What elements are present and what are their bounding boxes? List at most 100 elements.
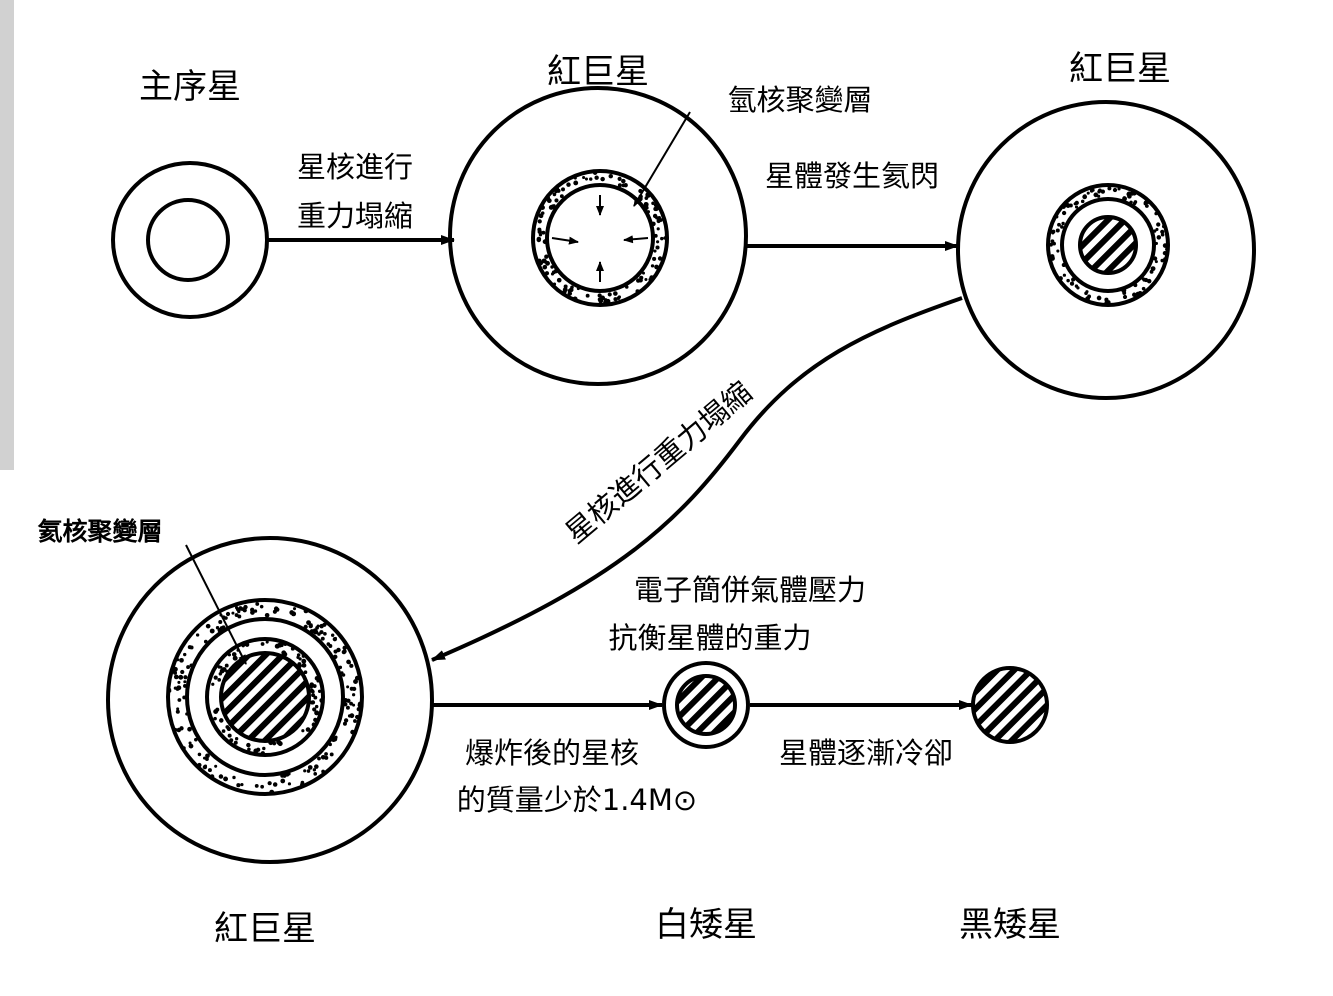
- note-hydrogen-shell: 氫核聚變層: [727, 83, 872, 117]
- stipple-dot: [544, 254, 549, 259]
- stipple-dot: [173, 727, 178, 732]
- stipple-dot: [536, 237, 542, 243]
- label-main-sequence: 主序星: [139, 67, 241, 107]
- stipple-dot: [613, 297, 618, 302]
- note-core-collapse-1: 星核進行: [297, 150, 413, 184]
- label-red-giant-2: 紅巨星: [1069, 49, 1171, 89]
- stipple-dot: [613, 291, 618, 296]
- stipple-dot: [349, 663, 354, 668]
- stipple-dot: [1093, 192, 1099, 198]
- stipple-dot: [232, 655, 238, 661]
- stipple-dot: [225, 611, 231, 617]
- stipple-dot: [582, 175, 586, 180]
- stipple-dot: [218, 672, 223, 676]
- stipple-dot: [314, 710, 320, 716]
- stipple-dot: [303, 769, 307, 773]
- stipple-dot: [638, 278, 643, 283]
- stipple-dot: [1122, 291, 1127, 295]
- stipple-dot: [232, 775, 236, 780]
- stipple-dot: [171, 668, 176, 674]
- stipple-dot: [328, 643, 333, 648]
- stipple-dot: [323, 631, 327, 636]
- stipple-dot: [322, 622, 327, 627]
- stipple-dot: [1061, 221, 1065, 226]
- stipple-dot: [183, 652, 187, 657]
- stipple-dot: [1087, 294, 1092, 299]
- stipple-dot: [312, 707, 317, 712]
- stipple-dot: [655, 216, 659, 220]
- stipple-dot: [537, 258, 542, 263]
- stipple-dot: [176, 707, 180, 711]
- stipple-dot: [313, 629, 319, 635]
- stipple-dot: [314, 675, 320, 681]
- stipple-dot: [319, 630, 324, 635]
- stipple-dot: [250, 607, 255, 612]
- stipple-dot: [1156, 235, 1162, 240]
- label-white-dwarf: 白矮星: [655, 905, 757, 945]
- stipple-dot: [320, 636, 325, 641]
- stipple-dot: [234, 605, 239, 610]
- stipple-dot: [313, 695, 318, 700]
- stipple-dot: [309, 623, 313, 627]
- stipple-dot: [312, 684, 317, 689]
- stipple-dot: [623, 183, 628, 188]
- stipple-dot: [330, 633, 335, 637]
- stipple-dot: [211, 682, 215, 686]
- stipple-dot: [350, 729, 355, 735]
- stipple-dot: [234, 737, 239, 741]
- stipple-dot: [552, 192, 557, 197]
- stipple-dot: [275, 607, 280, 612]
- stipple-dot: [314, 704, 319, 709]
- stipple-dot: [209, 774, 215, 779]
- label-red-giant-1: 紅巨星: [547, 52, 649, 92]
- stipple-dot: [1058, 276, 1063, 281]
- stipple-dot: [537, 219, 542, 224]
- stipple-dot: [280, 778, 286, 784]
- stipple-dot: [237, 614, 242, 619]
- stipple-dot: [1060, 225, 1064, 229]
- stipple-dot: [1154, 211, 1158, 216]
- stipple-dot: [1062, 273, 1066, 277]
- stipple-dot: [336, 647, 341, 653]
- stipple-dot: [267, 781, 272, 786]
- leader-hydrogen-shell: [633, 111, 691, 207]
- stipple-dot: [224, 616, 228, 620]
- stipple-dot: [183, 675, 188, 680]
- stipple-dot: [572, 296, 578, 302]
- stipple-dot: [657, 215, 661, 220]
- stipple-dot: [1061, 210, 1067, 216]
- stipple-dot: [554, 189, 558, 194]
- stipple-dot: [342, 645, 347, 651]
- stipple-dot: [311, 693, 316, 698]
- stipple-dot: [186, 665, 191, 669]
- stipple-dot: [1097, 189, 1101, 194]
- stipple-dot: [635, 289, 640, 294]
- stipple-dot: [1156, 222, 1161, 227]
- stipple-dot: [597, 293, 602, 298]
- stipple-dot: [352, 686, 357, 692]
- stipple-dot: [349, 701, 354, 706]
- note-degenerate-2: 抗衡星體的重力: [608, 621, 811, 655]
- stipple-dot: [1074, 200, 1079, 205]
- stipple-dot: [316, 624, 320, 628]
- stipple-dot: [309, 688, 314, 693]
- stipple-dot: [352, 703, 356, 707]
- stipple-dot: [656, 218, 661, 224]
- stipple-dot: [224, 663, 229, 668]
- stipple-dot: [227, 733, 232, 738]
- stipple-dot: [279, 643, 284, 648]
- red-giant-double-shell: [106, 536, 434, 864]
- stipple-dot: [167, 687, 172, 692]
- stipple-dot: [272, 782, 278, 787]
- stipple-dot: [1091, 188, 1095, 192]
- stipple-dot: [566, 182, 571, 187]
- stipple-dot: [188, 741, 192, 745]
- red-giant-helium-flash: [956, 100, 1256, 400]
- stipple-dot: [563, 284, 568, 289]
- stipple-dot: [562, 289, 567, 295]
- stipple-dot: [265, 640, 269, 644]
- stipple-dot: [238, 606, 243, 611]
- stipple-dot: [260, 751, 265, 756]
- stipple-dot: [653, 249, 657, 253]
